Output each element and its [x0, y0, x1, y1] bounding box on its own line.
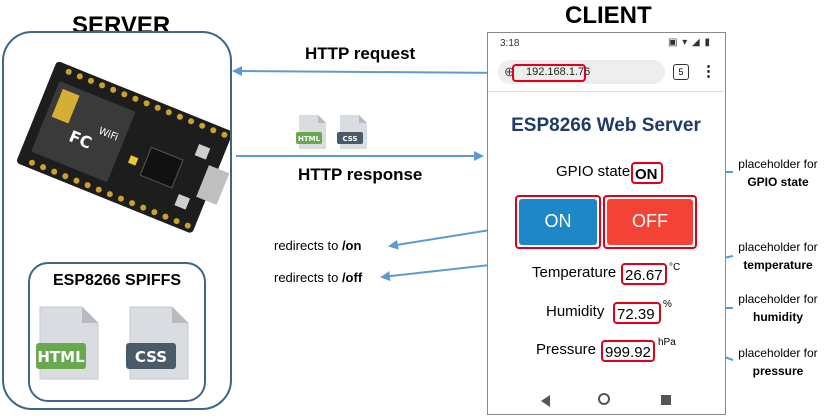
redirect-on-path: /on	[341, 238, 362, 253]
http-request-label: HTTP request	[305, 44, 416, 63]
redirect-on-text: redirects to /on	[274, 238, 361, 253]
humidity-unit: %	[663, 299, 672, 310]
board-pin-headers	[28, 68, 228, 229]
usb-port	[196, 165, 230, 205]
humidity-placeholder-note: placeholder for humidity	[723, 290, 828, 326]
gpio-state-label: GPIO state	[556, 163, 631, 180]
on-button-highlight	[515, 195, 601, 249]
gpio-placeholder-note: placeholder for GPIO state	[723, 155, 828, 191]
redirect-off-path: /off	[341, 270, 363, 285]
humidity-value: 72.39	[613, 302, 661, 324]
reset-button	[194, 143, 211, 160]
gpio-note-line2: GPIO state	[747, 175, 809, 189]
pressure-note-line2: pressure	[752, 364, 804, 378]
response-html-icon: HTML	[296, 115, 326, 149]
flash-button	[174, 194, 191, 210]
off-button-highlight	[603, 195, 697, 249]
temperature-placeholder-note: placeholder for temperature	[723, 238, 828, 274]
esp8266-board-illustration: FC WiFi	[17, 61, 230, 233]
gpio-state-value: ON	[631, 162, 663, 184]
recents-icon[interactable]	[661, 395, 671, 405]
phone-frame: 3:18 ▣ ▾ ◢ ▮ ⊕ 192.168.1.76 5 ⋮ ESP8266 …	[487, 32, 726, 415]
url-text[interactable]: 192.168.1.76	[526, 66, 591, 78]
temperature-note-line2: temperature	[743, 258, 813, 272]
redirect-off-text: redirects to /off	[274, 270, 362, 285]
http-response-label: HTTP response	[298, 165, 423, 184]
pressure-placeholder-note: placeholder for pressure	[723, 344, 828, 380]
back-icon[interactable]	[541, 395, 550, 407]
site-info-icon[interactable]: ⊕	[504, 64, 515, 79]
css-file-icon: CSS	[126, 306, 189, 380]
browser-divider	[488, 91, 724, 92]
redirect-off-prefix: redirects to	[274, 270, 339, 285]
home-icon[interactable]	[598, 393, 610, 405]
pressure-label: Pressure	[536, 341, 597, 358]
android-nav-bar	[488, 388, 724, 414]
url-highlight	[512, 64, 586, 82]
response-html-label: HTML	[298, 135, 321, 143]
humidity-note-line1: placeholder for	[738, 292, 818, 306]
client-title: CLIENT	[565, 2, 652, 29]
spiffs-frame	[28, 262, 206, 402]
redirect-on-prefix: redirects to	[274, 238, 339, 253]
temperature-label: Temperature	[532, 264, 617, 281]
html-file-icon: HTML	[36, 306, 99, 380]
gpio-note-line1: placeholder for	[738, 157, 818, 171]
response-css-label: CSS	[342, 135, 357, 143]
http-request-arrow	[232, 66, 513, 77]
temperature-value: 26.67	[621, 263, 667, 285]
spiffs-title: ESP8266 SPIFFS	[52, 272, 182, 289]
server-frame	[2, 31, 232, 410]
temperature-note-line1: placeholder for	[738, 240, 818, 254]
pressure-unit: hPa	[658, 337, 676, 348]
pressure-note-line1: placeholder for	[738, 346, 818, 360]
status-bar: 3:18 ▣ ▾ ◢ ▮	[488, 33, 724, 55]
status-time: 3:18	[500, 38, 520, 49]
led-indicator	[127, 155, 139, 166]
antenna-trace	[51, 88, 80, 124]
temperature-unit: °C	[669, 262, 681, 273]
off-button[interactable]: OFF	[607, 199, 693, 245]
html-file-label: HTML	[37, 348, 85, 366]
status-icons: ▣ ▾ ◢ ▮	[668, 37, 711, 48]
browser-menu-icon[interactable]: ⋮	[701, 63, 716, 80]
usb-chip	[139, 146, 184, 189]
on-button[interactable]: ON	[519, 199, 597, 245]
tab-count-button[interactable]: 5	[673, 64, 689, 80]
server-title: SERVER	[72, 12, 171, 39]
pressure-value: 999.92	[601, 340, 655, 362]
page-title: ESP8266 Web Server	[511, 115, 701, 136]
response-css-icon: CSS	[337, 115, 367, 149]
css-file-label: CSS	[135, 348, 167, 366]
humidity-label: Humidity	[546, 303, 605, 320]
humidity-note-line2: humidity	[753, 310, 803, 324]
